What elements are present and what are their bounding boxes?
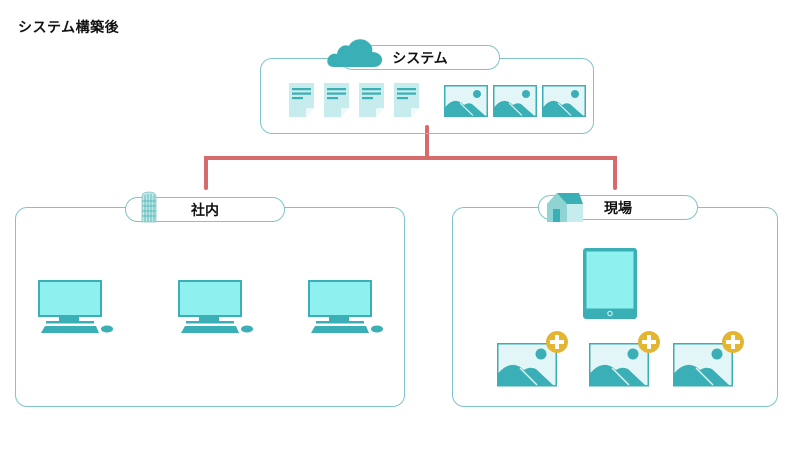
image-icon [542,85,586,117]
document-icon [359,83,384,117]
site-label: 現場 [604,200,632,217]
document-icon [289,83,314,117]
building-icon [139,191,159,223]
image-add-icon [588,329,662,387]
system-images [444,85,586,117]
tablet-icon [582,247,638,320]
site-photos [496,329,776,389]
desktop-computer-icon [308,280,384,335]
office-devices [38,280,383,335]
page-title: システム構築後 [18,20,120,36]
desktop-computer-icon [38,280,114,335]
image-icon [493,85,537,117]
office-label: 社内 [191,202,219,219]
system-label: システム [392,50,448,67]
desktop-computer-icon [178,280,254,335]
connector-branch [204,156,617,190]
image-icon [444,85,488,117]
cloud-icon [326,36,384,68]
image-add-icon [496,329,570,387]
document-icon [324,83,349,117]
house-icon [546,192,584,222]
document-icon [394,83,419,117]
image-add-icon [672,329,746,387]
system-documents [289,83,419,117]
